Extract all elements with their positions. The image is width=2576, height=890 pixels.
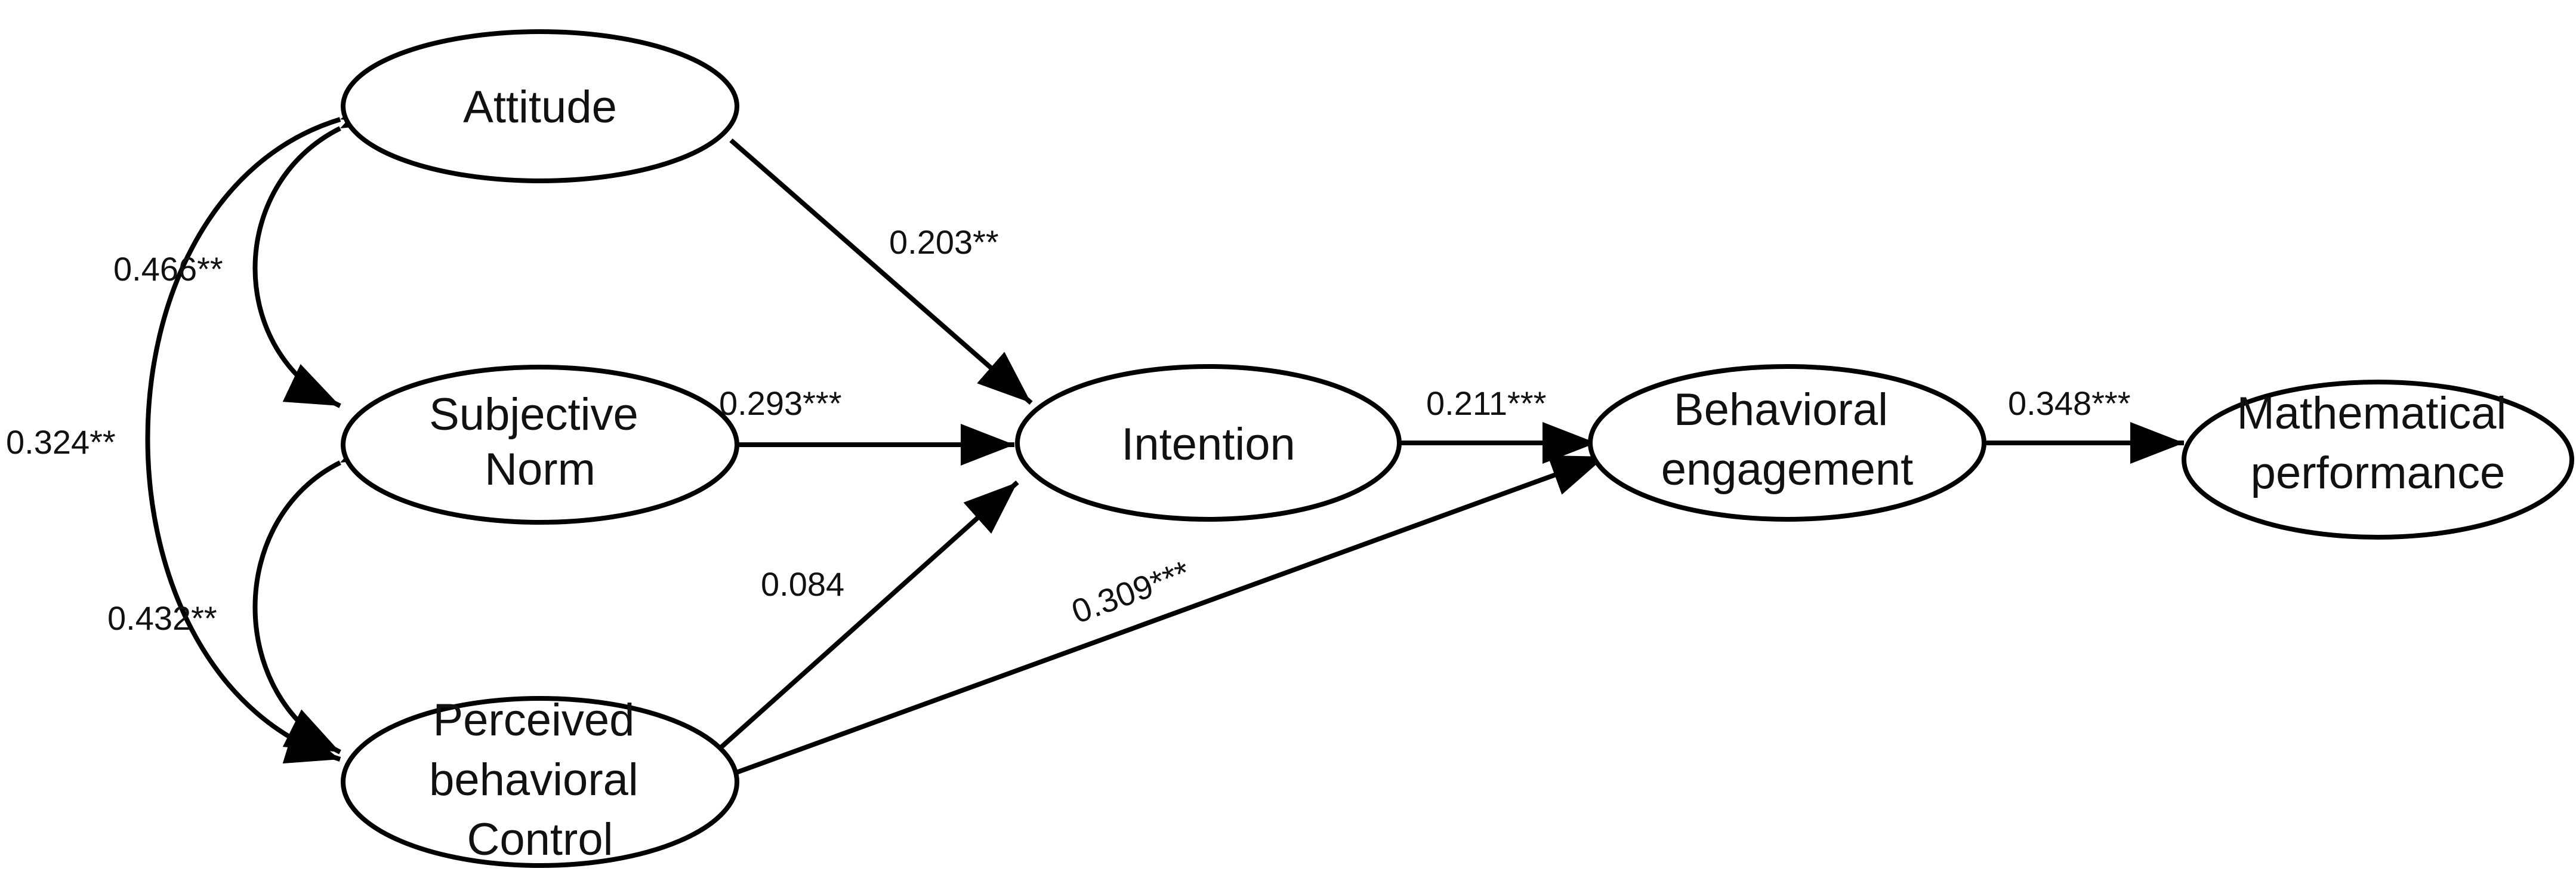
node-subjective-norm-line-2: Norm — [485, 444, 596, 495]
node-mathematical-performance: Mathematical performance — [2182, 380, 2574, 540]
node-perceived-behavioral-control: Perceived behavioral Control — [341, 695, 739, 868]
label-attitude-intention: 0.203** — [889, 223, 999, 261]
label-behavioral-engagement-mathematical-performance: 0.348*** — [2008, 384, 2131, 422]
svg-text:Intention: Intention — [1121, 419, 1295, 470]
label-correlation-subjective-norm-pbc: 0.432** — [107, 599, 217, 637]
label-correlation-attitude-pbc: 0.324** — [6, 423, 116, 461]
path-pbc-behavioral-engagement — [726, 454, 1606, 778]
label-correlation-attitude-subjective-norm: 0.466** — [113, 250, 223, 288]
svg-text:Attitude: Attitude — [463, 82, 617, 133]
node-behavioral-engagement: Behavioral engagement — [1588, 364, 1986, 522]
node-subjective-norm-line-1: Subjective — [429, 389, 638, 440]
node-mathematical-performance-line-2: performance — [2251, 448, 2506, 498]
node-pbc-line-1: Perceived — [433, 695, 634, 746]
label-subjective-norm-intention: 0.293*** — [719, 384, 842, 422]
nodes: Attitude Subjective Norm Perceived behav… — [341, 29, 2574, 868]
path-pbc-intention — [717, 481, 1019, 751]
node-behavioral-engagement-line-1: Behavioral — [1674, 384, 1888, 435]
svg-text:Behavioral engagement: Behavioral engagement — [1661, 384, 1914, 495]
node-subjective-norm: Subjective Norm — [341, 365, 739, 525]
correlation-attitude-pbc — [145, 84, 398, 763]
correlation-subjective-norm-pbc — [252, 420, 398, 755]
node-pbc-line-3: Control — [467, 814, 613, 865]
node-pbc-line-2: behavioral — [429, 755, 638, 805]
edges — [145, 84, 2184, 778]
node-mathematical-performance-line-1: Mathematical — [2236, 388, 2506, 439]
svg-text:Perceived behavioral: Perceived behavioral Control — [429, 695, 651, 865]
node-behavioral-engagement-line-2: engagement — [1661, 444, 1914, 495]
label-pbc-behavioral-engagement: 0.309*** — [1067, 553, 1195, 630]
node-attitude-line-1: Attitude — [463, 82, 617, 133]
label-pbc-intention: 0.084 — [761, 565, 844, 603]
node-attitude: Attitude — [341, 29, 739, 183]
svg-text:Mathematical performan: Mathematical performance — [2236, 388, 2519, 498]
svg-text:Subjective Norm: Subjective Norm — [429, 389, 651, 495]
node-intention: Intention — [1015, 364, 1402, 522]
node-intention-line-1: Intention — [1121, 419, 1295, 470]
correlation-attitude-subjective-norm — [252, 85, 398, 408]
label-intention-behavioral-engagement: 0.211*** — [1426, 384, 1546, 422]
path-attitude-intention — [729, 138, 1033, 405]
